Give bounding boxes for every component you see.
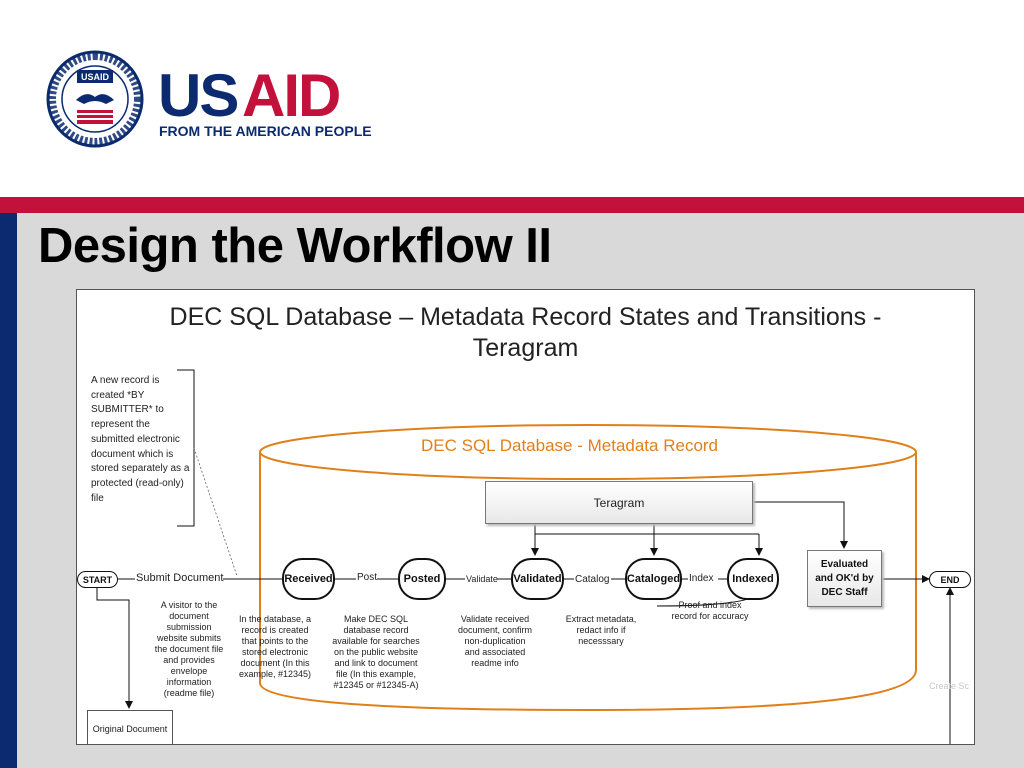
visitor-note: A visitor to the document submission web… [154, 600, 224, 698]
new-record-note: A new record is created *BY SUBMITTER* t… [91, 375, 190, 504]
submit-document-label: Submit Document [136, 572, 224, 584]
navy-side-bar [0, 213, 17, 768]
database-label: DEC SQL Database - Metadata Record [421, 436, 719, 455]
diagram-lines [96, 369, 954, 744]
evaluated-line2: and OK'd by [815, 572, 874, 584]
state-posted: Posted [398, 558, 446, 600]
usaid-seal-icon: USAID US AID FROM THE AMERICAN PEOPLE [46, 50, 372, 148]
diagram-title-line1: DEC SQL Database – Metadata Record State… [169, 303, 882, 331]
state-cataloged: Cataloged [625, 558, 682, 600]
received-note: In the database, a record is created tha… [238, 614, 312, 679]
header-band [0, 0, 1024, 197]
state-indexed: Indexed [727, 558, 779, 600]
diagram-title-line2: Teragram [472, 334, 579, 362]
svg-text:AID: AID [242, 62, 339, 129]
index-label: Index [689, 573, 714, 584]
evaluated-line1: Evaluated [820, 558, 869, 570]
svg-text:USAID: USAID [81, 72, 110, 82]
slide-title: Design the Workflow II [38, 219, 552, 273]
usaid-logo: USAID US AID FROM THE AMERICAN PEOPLE [46, 50, 386, 155]
svg-text:FROM THE AMERICAN PEOPLE: FROM THE AMERICAN PEOPLE [159, 123, 372, 139]
end-terminator: END [929, 571, 971, 588]
svg-text:US: US [158, 62, 237, 129]
validated-note: Validate received document, confirm non-… [457, 614, 533, 668]
catalog-label: Catalog [575, 574, 610, 585]
state-validated: Validated [511, 558, 564, 600]
database-cylinder [259, 424, 917, 712]
original-document-box: Original Document [87, 710, 173, 744]
posted-note: Make DEC SQL database record available f… [332, 614, 420, 690]
validate-label: Validate [466, 574, 498, 584]
post-label: Post [357, 572, 378, 583]
faint-create-text: Create Sc [929, 681, 970, 691]
diagram-title: DEC SQL Database – Metadata Record State… [77, 302, 974, 364]
cataloged-note: Extract metadata, redact info if necesss… [565, 614, 637, 646]
teragram-box: Teragram [485, 481, 753, 524]
red-accent-bar [0, 197, 1024, 213]
evaluated-box: Evaluated and OK'd by DEC Staff [807, 550, 882, 607]
state-received: Received [282, 558, 335, 600]
indexed-note: Proof and index record for accuracy [671, 600, 749, 621]
evaluated-line3: DEC Staff [821, 586, 868, 598]
workflow-diagram: DEC SQL Database – Metadata Record State… [76, 289, 975, 745]
start-terminator: START [77, 571, 118, 588]
